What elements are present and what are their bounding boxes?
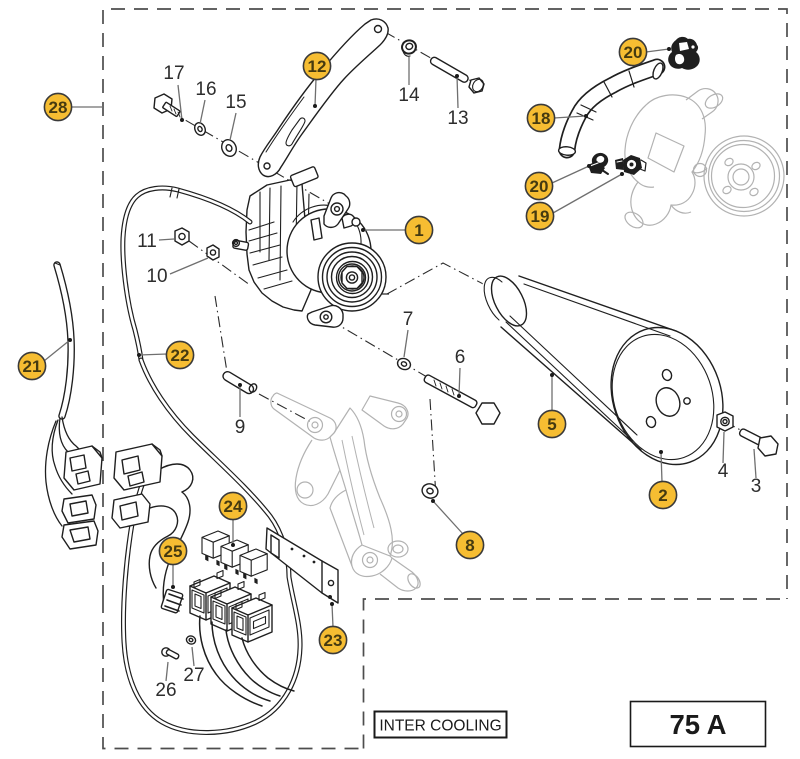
svg-text:20: 20	[624, 43, 643, 62]
svg-text:20: 20	[530, 177, 549, 196]
svg-text:19: 19	[531, 207, 550, 226]
svg-text:21: 21	[23, 357, 42, 376]
svg-text:8: 8	[465, 536, 474, 555]
svg-text:28: 28	[49, 98, 68, 117]
svg-text:26: 26	[155, 680, 176, 701]
svg-text:18: 18	[532, 109, 551, 128]
svg-text:75 A: 75 A	[669, 709, 726, 740]
svg-text:11: 11	[137, 231, 157, 252]
svg-text:25: 25	[164, 542, 183, 561]
svg-text:24: 24	[224, 497, 243, 516]
svg-text:7: 7	[403, 309, 414, 330]
svg-text:15: 15	[225, 92, 246, 113]
svg-text:14: 14	[398, 85, 420, 106]
svg-text:3: 3	[751, 476, 762, 497]
svg-text:6: 6	[455, 347, 466, 368]
svg-text:5: 5	[547, 415, 556, 434]
svg-text:INTER COOLING: INTER COOLING	[379, 718, 501, 735]
svg-text:22: 22	[171, 346, 190, 365]
svg-text:13: 13	[447, 108, 468, 129]
svg-text:2: 2	[658, 486, 667, 505]
svg-text:9: 9	[235, 417, 246, 438]
svg-text:12: 12	[308, 57, 327, 76]
svg-text:16: 16	[195, 79, 216, 100]
svg-text:4: 4	[718, 461, 729, 482]
svg-text:17: 17	[163, 63, 184, 84]
svg-text:27: 27	[183, 665, 204, 686]
svg-text:23: 23	[324, 631, 343, 650]
svg-text:1: 1	[414, 221, 423, 240]
svg-text:10: 10	[146, 266, 167, 287]
